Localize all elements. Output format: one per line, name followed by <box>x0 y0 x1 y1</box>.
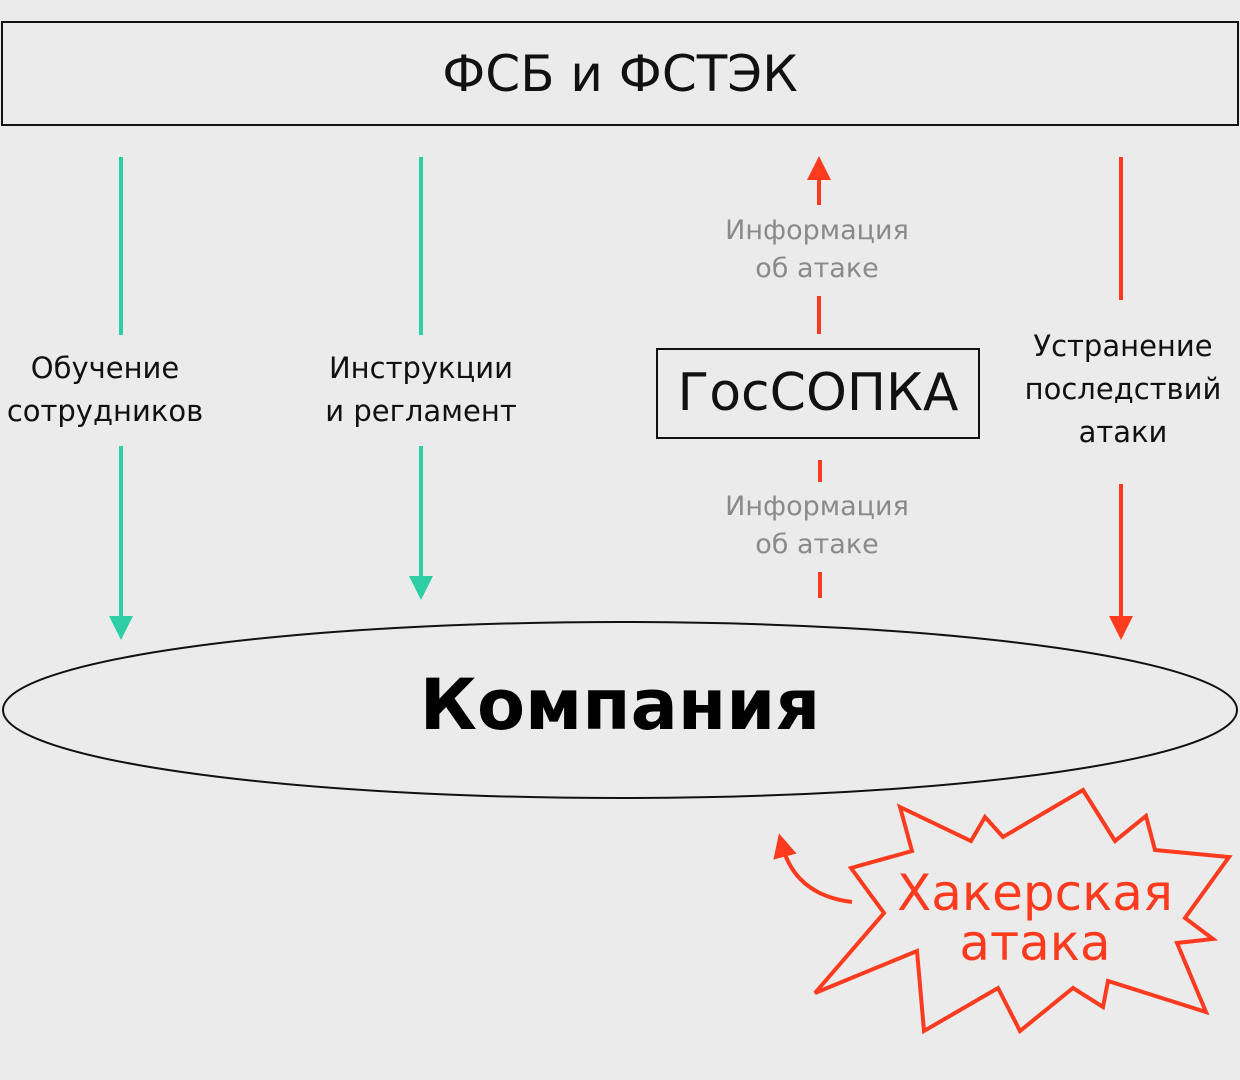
fsb-box <box>1 21 1239 126</box>
training-label: Обучение сотрудников <box>6 351 204 428</box>
fsb-label: ФСБ и ФСТЭК <box>442 45 798 103</box>
remediation-label: Устранение последствий атаки <box>1024 329 1222 449</box>
company-label: Компания <box>419 664 821 746</box>
attack-burst-shape <box>813 787 1233 1035</box>
gossopka-box <box>656 348 980 439</box>
attack-curved-arrow <box>773 833 853 904</box>
attack-label: Хакерская атака <box>896 864 1173 972</box>
company-ellipse <box>2 621 1238 799</box>
instructions-label: Инструкции и регламент <box>325 351 517 428</box>
info-up-label: Информация об атаке <box>725 215 909 284</box>
gossopka-label: ГосСОПКА <box>677 363 959 423</box>
info-down-label: Информация об атаке <box>725 491 909 560</box>
